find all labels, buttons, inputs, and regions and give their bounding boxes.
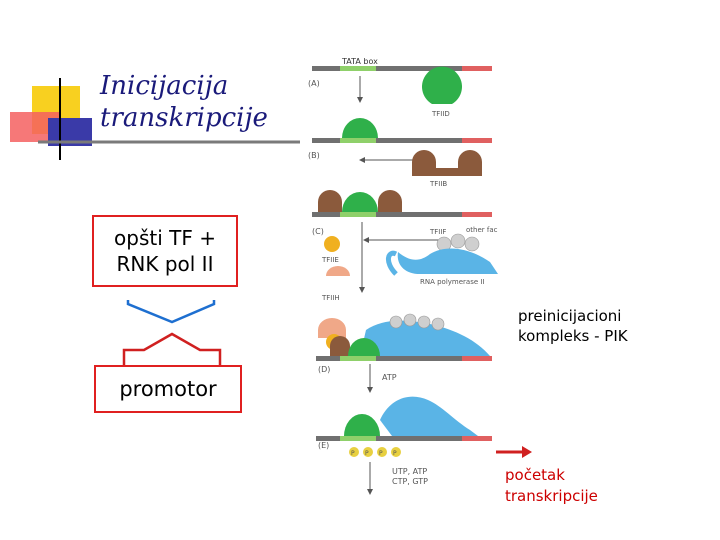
dna-strand-a2 [312,138,492,143]
phosphate-2 [363,447,373,457]
slide-title: Inicijacija transkripcije [100,71,268,133]
tfiib-label: TFIIB [429,180,447,188]
tata-box-label: TATA box [341,57,378,66]
e-polymerase [380,396,478,436]
tfiih-label: TFIIH [321,294,340,302]
pic-tfiih [318,318,346,338]
ntps-line-2: CTP, GTP [392,477,428,486]
tfiid-bound-b [342,118,378,138]
start-arrowhead [522,446,532,458]
dna-strand-d [316,356,492,361]
step-d-label: (D) [318,365,330,374]
tfiid-label: TFIID [431,110,450,118]
step-e-label: (E) [318,441,329,450]
tfiie-shape [324,236,340,252]
e-tfiid [344,414,380,436]
bracket-bottom [122,332,222,372]
tfiie-label: TFIIE [321,256,339,264]
pic-tfiib [330,336,350,356]
tfiib-shape [412,150,482,176]
svg-text:P: P [365,450,369,457]
general-tf-rnap-box: opšti TF + RNK pol II [92,215,238,287]
phosphate-4 [391,447,401,457]
tfiid-bound-c [342,192,378,212]
phosphate-groups: P P P P [349,447,401,457]
pic-factor-3 [417,315,431,329]
pic-tfiid [348,338,380,356]
pic-label: preinicijacioni kompleks - PIK [518,307,628,345]
tfiif-label: TFIIF [429,228,446,236]
dna-strand-e [316,436,492,441]
atp-label: ATP [382,373,397,382]
phosphate-1 [349,447,359,457]
tfiib-bound-left [318,190,342,212]
svg-text:P: P [351,450,355,457]
tfiib-bound-right [378,190,402,212]
svg-text:P: P [393,450,397,457]
step-a-label: (A) [308,79,320,88]
pic-factor-1 [389,315,403,329]
phosphate-3 [377,447,387,457]
other-factor-2 [450,233,466,249]
pic-polymerase [360,320,490,356]
rna-pol-label: RNA polymerase II [420,278,485,286]
dna-strand-b2 [312,212,492,217]
promoter-box: promotor [94,365,242,413]
pic-factor-2 [403,313,417,327]
tfiih-shape [326,266,350,276]
ntps-line-1: UTP, ATP [392,467,427,476]
transcription-start-label: početak transkripcije [505,466,598,505]
bracket-top [126,300,216,324]
dna-strand-a [312,66,492,71]
step-b-label: (B) [308,151,320,160]
other-factor-3 [464,236,480,252]
svg-text:P: P [379,450,383,457]
polymerase-tail [386,250,398,276]
step-c-label: (C) [312,227,324,236]
other-factors-label: other fac [466,226,498,234]
pic-factor-4 [431,317,445,331]
rna-polymerase-shape [397,248,498,274]
tfiid-shape-a [422,66,462,104]
